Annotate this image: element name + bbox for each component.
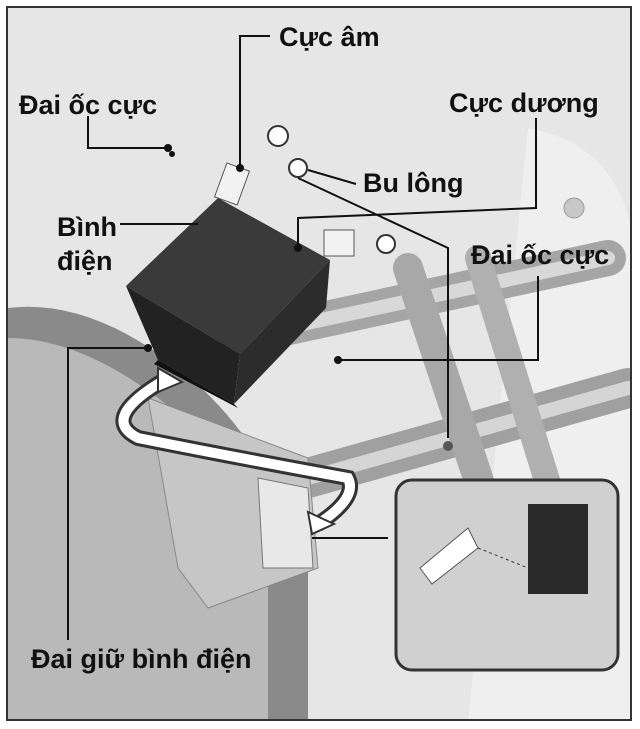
left-shell-inner — [8, 338, 268, 719]
leader-bolt-secondary — [297, 177, 449, 438]
leader-terminal-nut-right — [338, 276, 539, 361]
battery-bottom-edge — [154, 360, 238, 408]
dot-battery-strap — [144, 344, 152, 352]
label-battery-line1: Bình — [57, 212, 117, 242]
label-terminal-nut-right: Đai ốc cực — [471, 240, 610, 270]
bolt-negative — [267, 125, 289, 147]
battery-side — [234, 260, 330, 404]
dot-positive-terminal — [294, 244, 302, 252]
label-positive-terminal: Cực dương — [449, 88, 599, 118]
diagram-frame: Cực âm Đai ốc cực Cực dương Bu lông Bình… — [6, 6, 632, 721]
inset-dashed-line — [477, 547, 529, 569]
dot-terminal-nut-left — [164, 144, 172, 152]
strap-hook — [257, 477, 314, 569]
leader-terminal-nut-left — [87, 116, 168, 149]
strap-arrow — [118, 373, 355, 529]
label-battery-line2: điện — [57, 246, 113, 276]
label-bolt: Bu lông — [363, 168, 464, 198]
motorcycle-battery-scene — [8, 8, 630, 719]
leader-lines — [67, 35, 539, 640]
label-terminal-nut-left: Đai ốc cực — [19, 90, 158, 120]
arrow-head-top — [157, 366, 185, 394]
leader-dots — [144, 144, 342, 364]
terminal-nut-left-dot — [169, 151, 175, 157]
leader-bolt — [307, 169, 357, 185]
battery-top — [126, 198, 330, 354]
leader-negative-terminal — [239, 35, 270, 168]
dot-negative-terminal — [236, 164, 244, 172]
grommet — [563, 197, 585, 219]
terminal-nut-right-dot — [443, 441, 453, 451]
label-battery-strap: Đai giữ bình điện — [31, 644, 252, 674]
positive-terminal-cover — [323, 229, 355, 257]
dot-terminal-nut-right — [334, 356, 342, 364]
battery-front — [126, 286, 240, 404]
arrow-head-bottom — [306, 510, 337, 536]
bolt-positive — [376, 234, 396, 254]
label-negative-terminal: Cực âm — [279, 22, 380, 52]
bolt-top — [288, 158, 308, 178]
leader-positive-terminal — [297, 118, 537, 248]
inset-hook — [528, 504, 588, 594]
leader-battery-strap — [67, 347, 148, 640]
